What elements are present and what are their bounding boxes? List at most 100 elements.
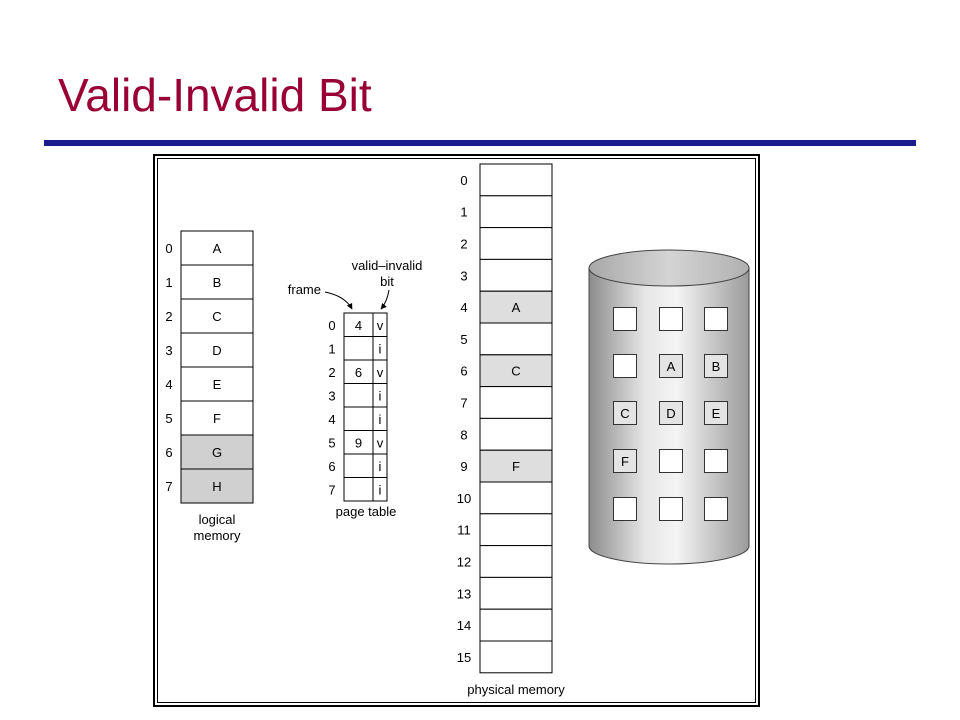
disk-block <box>704 401 728 425</box>
logical-memory-caption-line1: logical <box>199 512 236 527</box>
logical-page-index: 6 <box>165 445 172 460</box>
page-table-index: 5 <box>328 435 335 450</box>
physical-frame-index: 14 <box>457 618 471 633</box>
disk-block-label: A <box>667 359 676 374</box>
physical-frame-cell <box>479 386 553 419</box>
physical-frame-index: 3 <box>460 268 467 283</box>
title-divider <box>44 140 916 146</box>
logical-page-cell <box>180 468 254 504</box>
physical-frame-cell <box>479 354 553 388</box>
logical-page-label: D <box>212 343 221 358</box>
physical-frame-cell <box>479 195 553 229</box>
page-table-valid-bit: v <box>377 435 384 450</box>
physical-frame-index: 0 <box>460 173 467 188</box>
page-table-frame-number: 9 <box>355 435 362 450</box>
page-table-frame-number: 6 <box>355 365 362 380</box>
page-table-frame-cell <box>343 383 374 408</box>
logical-page-label: C <box>212 309 221 324</box>
page-table-frame-number: 4 <box>355 318 362 333</box>
page-table-valid-bit: i <box>379 341 382 356</box>
page-table-index: 6 <box>328 459 335 474</box>
disk-block <box>704 354 728 378</box>
physical-frame-index: 6 <box>460 364 467 379</box>
frame-label: frame <box>288 282 321 297</box>
logical-page-index: 0 <box>165 241 172 256</box>
page-table-frame-cell <box>343 477 374 502</box>
physical-frame-label: C <box>511 364 520 379</box>
physical-frame-label: A <box>512 300 521 315</box>
physical-frame-index: 8 <box>460 427 467 442</box>
logical-page-index: 3 <box>165 343 172 358</box>
page-table-index: 3 <box>328 388 335 403</box>
slide-title: Valid-Invalid Bit <box>58 69 372 121</box>
physical-frame-cell <box>479 322 553 356</box>
physical-frame-cell <box>479 227 553 260</box>
page-table-valid-bit: v <box>377 365 384 380</box>
disk-block <box>659 307 683 331</box>
physical-frame-index: 13 <box>457 586 471 601</box>
disk-block-label: C <box>620 406 629 421</box>
physical-frame-index: 5 <box>460 332 467 347</box>
disk-block-label: F <box>621 454 629 469</box>
logical-memory-caption-line2: memory <box>194 528 241 543</box>
physical-frame-cell <box>479 163 553 197</box>
logical-page-index: 1 <box>165 275 172 290</box>
disk-block <box>613 307 637 331</box>
disk-block <box>704 497 728 521</box>
valid-bit-arrow <box>380 289 390 310</box>
physical-frame-label: F <box>512 459 520 474</box>
page-table-index: 4 <box>328 412 335 427</box>
page-table-index: 7 <box>328 482 335 497</box>
disk-block-label: D <box>666 406 675 421</box>
physical-frame-cell <box>479 417 553 451</box>
disk-block <box>659 497 683 521</box>
physical-frame-cell <box>479 290 553 324</box>
physical-frame-index: 10 <box>457 491 471 506</box>
physical-frame-index: 11 <box>457 523 471 538</box>
logical-page-label: H <box>212 479 221 494</box>
page-table-valid-bit: v <box>377 318 384 333</box>
disk-block <box>613 401 637 425</box>
page-table-valid-bit: i <box>379 412 382 427</box>
valid-invalid-label-line2: bit <box>380 274 394 289</box>
physical-frame-cell <box>479 449 553 483</box>
logical-page-index: 5 <box>165 411 172 426</box>
physical-frame-index: 7 <box>460 396 467 411</box>
page-table-index: 2 <box>328 365 335 380</box>
page-table-caption: page table <box>336 504 397 519</box>
valid-invalid-label-line1: valid–invalid <box>352 258 423 273</box>
disk-block-label: B <box>712 359 721 374</box>
page-table-index: 0 <box>328 318 335 333</box>
logical-page-index: 4 <box>165 377 172 392</box>
logical-page-cell <box>180 230 254 266</box>
physical-frame-cell <box>479 513 553 547</box>
logical-page-label: E <box>213 377 222 392</box>
frame-arrow <box>324 291 353 310</box>
physical-frame-cell <box>479 481 553 515</box>
physical-frame-index: 1 <box>460 205 467 220</box>
disk-block <box>659 354 683 378</box>
physical-frame-cell <box>479 545 553 578</box>
page-table-valid-bit: i <box>379 459 382 474</box>
logical-page-label: F <box>213 411 221 426</box>
physical-frame-index: 4 <box>460 300 467 315</box>
page-table-frame-cell <box>343 406 374 431</box>
physical-frame-index: 2 <box>460 237 467 252</box>
logical-page-index: 2 <box>165 309 172 324</box>
physical-frame-index: 15 <box>457 650 471 665</box>
logical-page-cell <box>180 264 254 300</box>
physical-frame-cell <box>479 258 553 292</box>
page-table-valid-bit: i <box>379 482 382 497</box>
disk-block <box>613 497 637 521</box>
logical-page-cell <box>180 400 254 436</box>
page-table-frame-cell <box>343 453 374 478</box>
physical-memory-caption: physical memory <box>467 682 565 697</box>
logical-page-label: B <box>213 275 222 290</box>
